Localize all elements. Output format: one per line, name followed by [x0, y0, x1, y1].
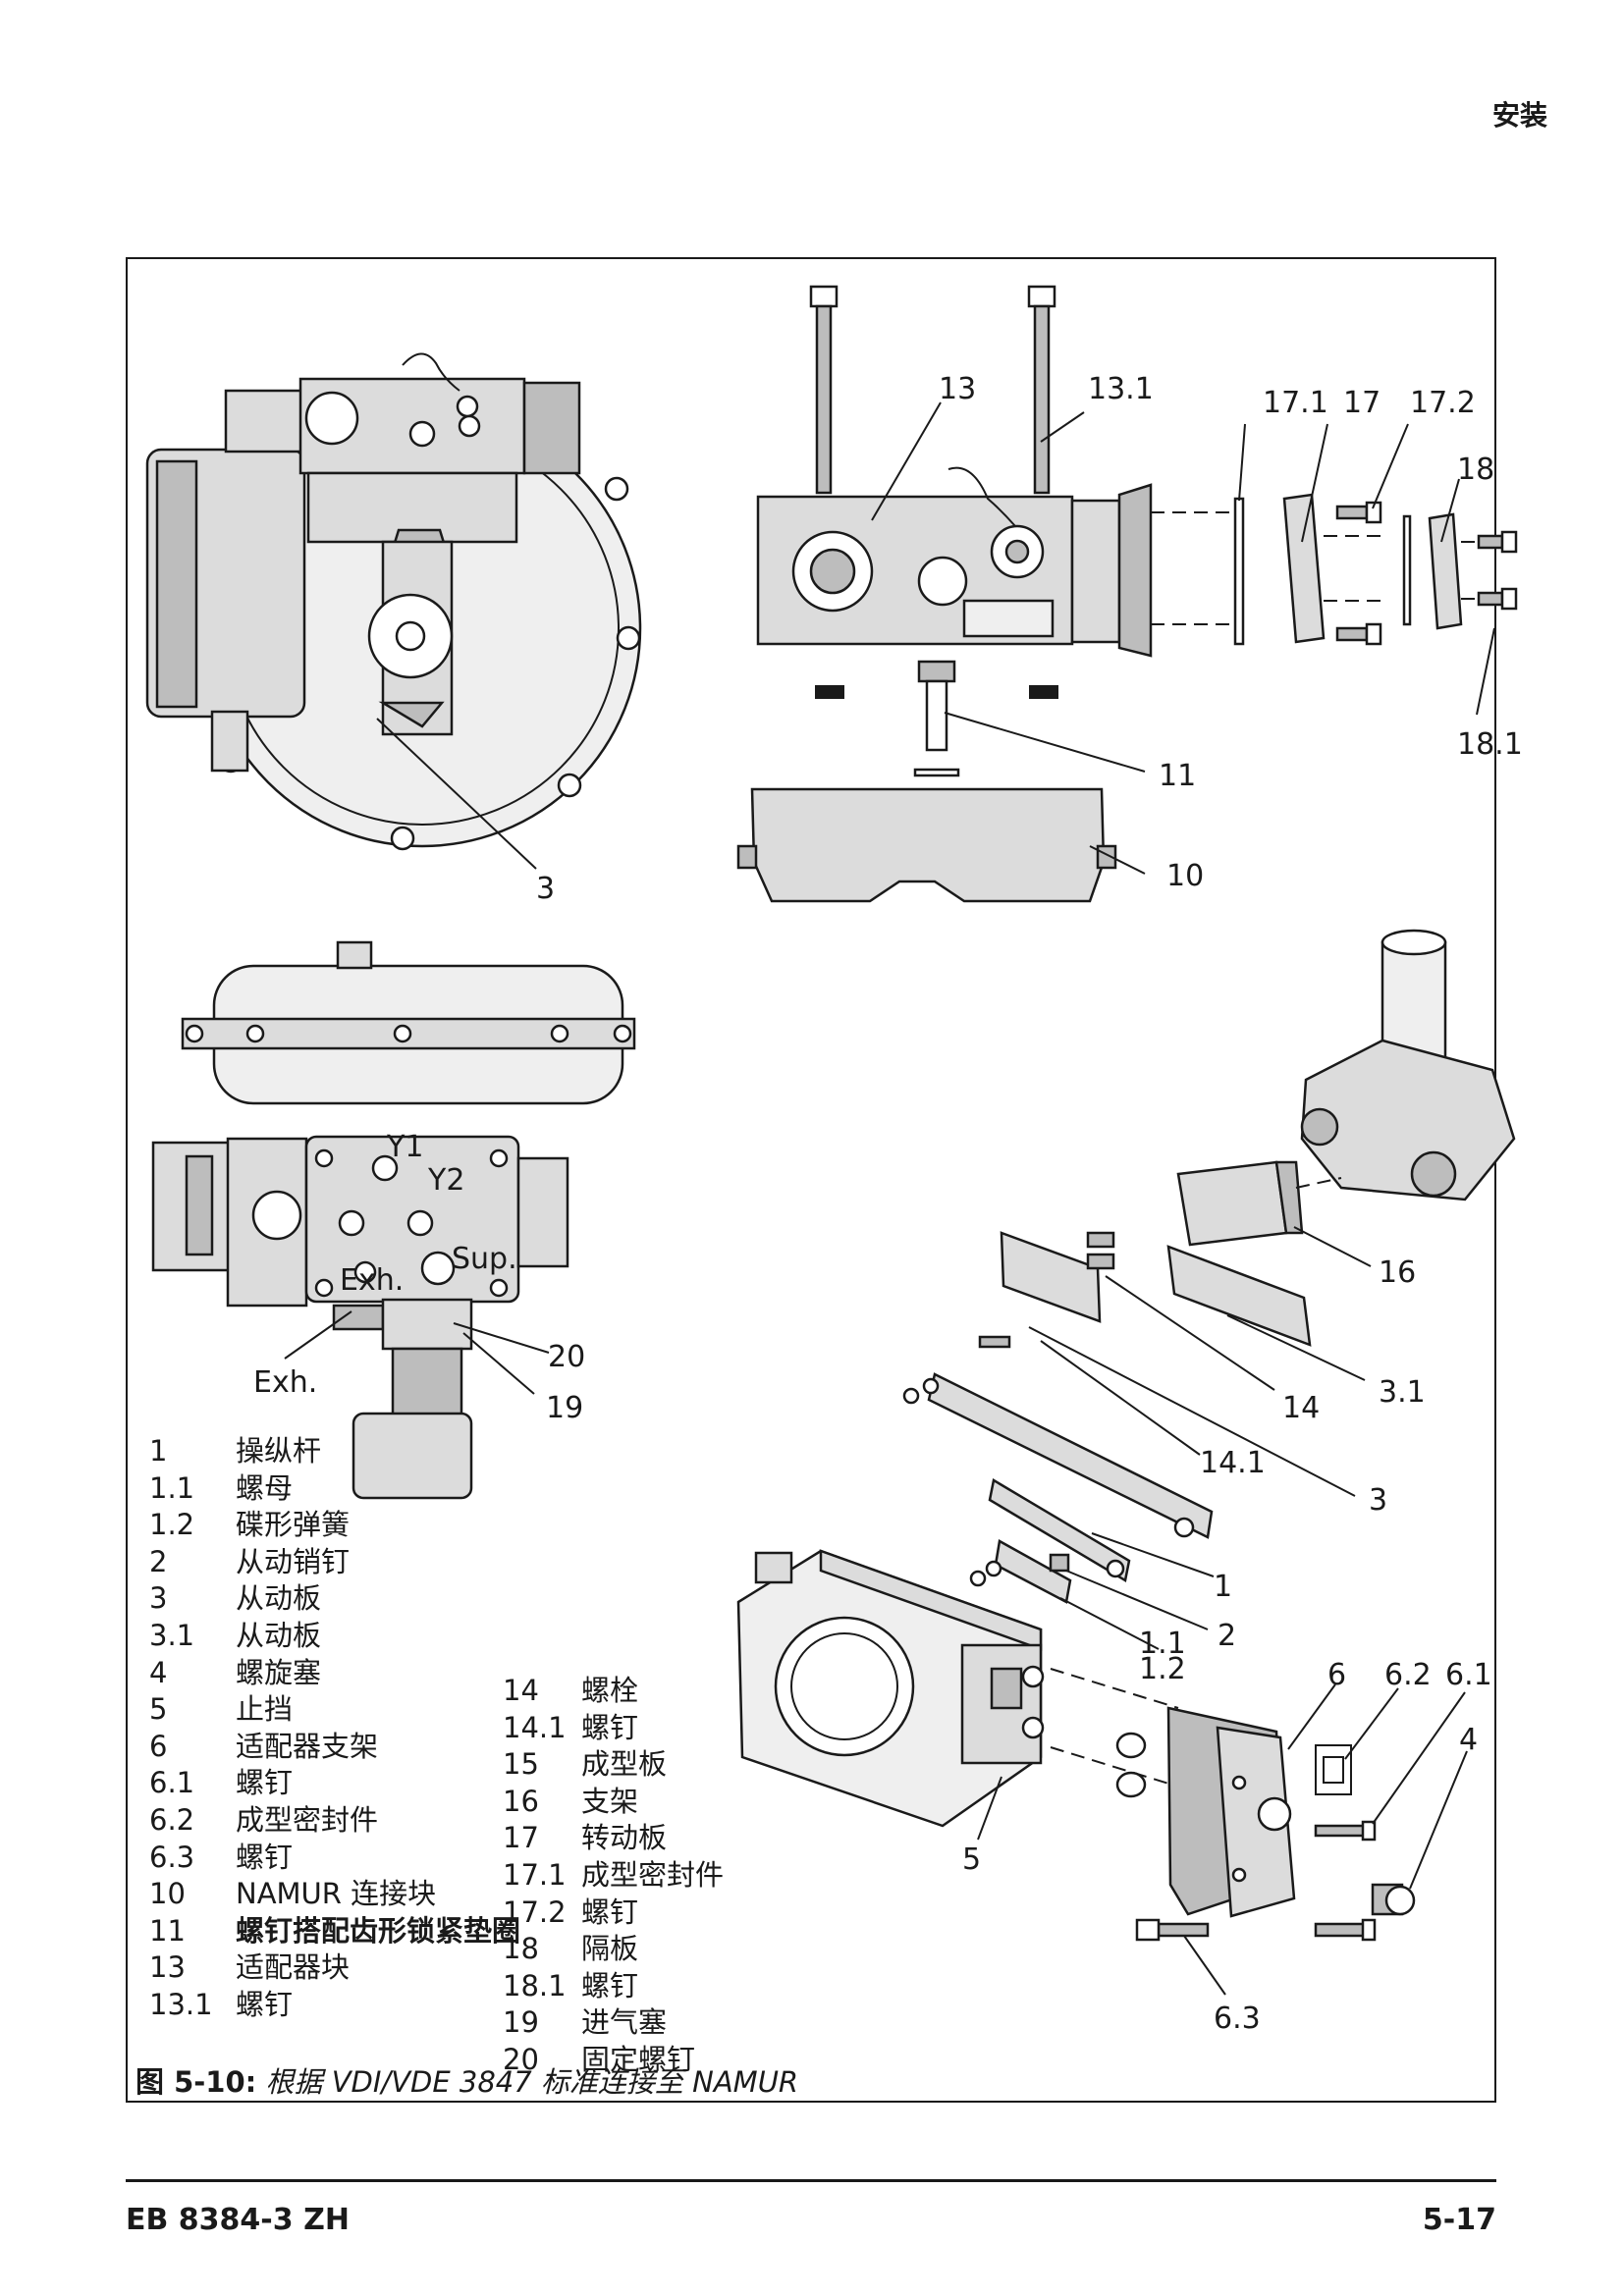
callout-11: 11	[1159, 759, 1196, 793]
callout-17: 17	[1343, 386, 1380, 420]
figure-caption-label: 图 5-10:	[135, 2065, 257, 2099]
callout-17-2: 17.2	[1410, 386, 1476, 420]
y2-marking: Y2	[427, 1163, 464, 1198]
actuator-rear-view: Y1 Y2 Sup. Exh.	[151, 940, 636, 1500]
positioner-exploded	[736, 929, 1516, 1942]
callout-1-1: 1.1	[1139, 1627, 1186, 1661]
callout-16: 16	[1379, 1255, 1416, 1290]
callout-4: 4	[1459, 1723, 1478, 1757]
callout-17-1: 17.1	[1263, 386, 1328, 420]
exh-small-marking: Exh.	[340, 1263, 404, 1298]
callout-13-1: 13.1	[1088, 372, 1154, 406]
callout-14: 14	[1282, 1391, 1320, 1425]
callout-18-1: 18.1	[1457, 727, 1523, 762]
callout-1-2: 1.2	[1139, 1652, 1186, 1686]
callout-10: 10	[1166, 859, 1204, 893]
callout-14-1: 14.1	[1200, 1446, 1266, 1480]
actuator-front-view	[145, 352, 642, 851]
figure-caption: 图 5-10: 根据 VDI/VDE 3847 标准连接至 NAMUR	[135, 2059, 798, 2101]
callout-3-top: 3	[536, 872, 555, 906]
callout-3-1: 3.1	[1379, 1375, 1426, 1410]
callout-18: 18	[1457, 453, 1494, 487]
document-id: EB 8384-3 ZH	[126, 2203, 350, 2237]
figure-frame	[126, 257, 1496, 2103]
callout-labels: 3 13 13.1 17.1 17 17.2 18 18.1 11 10 16 …	[253, 372, 1523, 2036]
y1-marking: Y1	[386, 1130, 423, 1164]
figure-caption-text: 根据 VDI/VDE 3847 标准连接至 NAMUR	[265, 2065, 799, 2099]
page-number: 5-17	[1422, 2203, 1496, 2237]
callout-13: 13	[939, 372, 976, 406]
footer-divider	[126, 2179, 1496, 2182]
callout-19: 19	[546, 1391, 583, 1425]
callout-6: 6	[1327, 1658, 1346, 1692]
callout-6-2: 6.2	[1384, 1658, 1432, 1692]
leader-lines	[284, 401, 1495, 1996]
callout-3-mid: 3	[1369, 1483, 1387, 1518]
callout-6-1: 6.1	[1445, 1658, 1492, 1692]
callout-20: 20	[548, 1340, 585, 1374]
callout-exh: Exh.	[253, 1365, 317, 1400]
callout-1: 1	[1214, 1570, 1232, 1604]
adapter-block-exploded	[736, 285, 1518, 903]
callout-6-3: 6.3	[1214, 2002, 1261, 2036]
section-title: 安装	[1491, 99, 1547, 132]
callout-5: 5	[962, 1842, 981, 1877]
sup-marking: Sup.	[452, 1242, 517, 1276]
callout-2: 2	[1218, 1619, 1236, 1653]
